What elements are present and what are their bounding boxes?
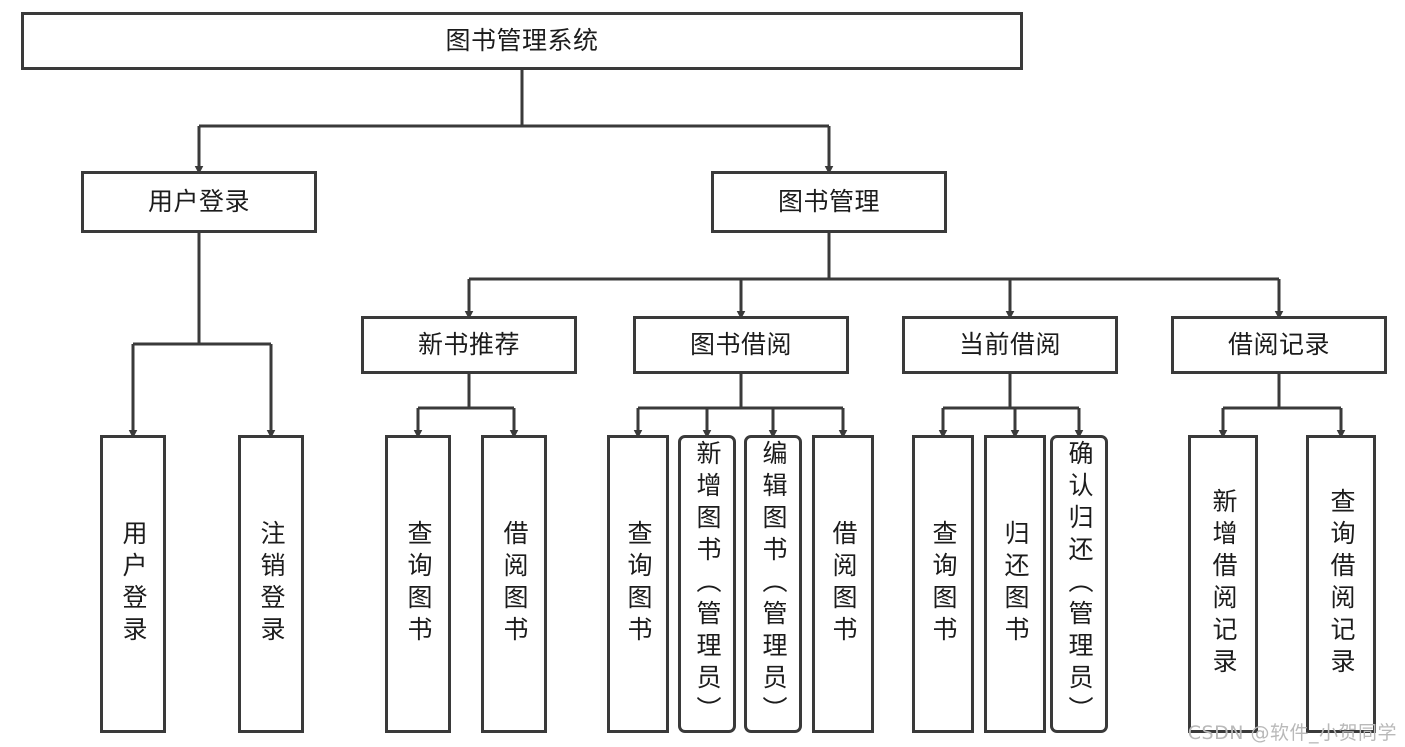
node-label: 查询图书: [929, 520, 958, 648]
node-leaf-query-record[interactable]: 查询借阅记录: [1306, 435, 1376, 733]
node-leaf-edit-book[interactable]: 编辑图书（管理员）: [744, 435, 802, 733]
csdn-watermark: CSDN @软件_小贺同学: [1187, 722, 1397, 744]
node-label: 注销登录: [257, 520, 286, 648]
node-leaf-borrow-book-1[interactable]: 借阅图书: [481, 435, 547, 733]
node-label: 借阅记录: [1227, 330, 1330, 359]
node-leaf-query-book-3[interactable]: 查询图书: [912, 435, 974, 733]
node-root[interactable]: 图书管理系统: [21, 12, 1023, 70]
node-leaf-return-book[interactable]: 归还图书: [984, 435, 1046, 733]
node-label: 用户登录: [119, 520, 148, 648]
node-leaf-add-book[interactable]: 新增图书（管理员）: [678, 435, 736, 733]
node-label: 当前借阅: [958, 330, 1061, 359]
node-label: 确认归还（管理员）: [1065, 440, 1094, 728]
node-label: 查询图书: [404, 520, 433, 648]
node-label: 借阅图书: [829, 520, 858, 648]
node-label: 用户登录: [147, 187, 250, 216]
node-leaf-borrow-book-2[interactable]: 借阅图书: [812, 435, 874, 733]
node-leaf-query-book-2[interactable]: 查询图书: [607, 435, 669, 733]
node-leaf-user-login[interactable]: 用户登录: [100, 435, 166, 733]
node-leaf-query-book-1[interactable]: 查询图书: [385, 435, 451, 733]
node-book-borrow[interactable]: 图书借阅: [633, 316, 849, 374]
node-label: 新增图书（管理员）: [693, 440, 722, 728]
node-label: 图书借阅: [689, 330, 792, 359]
node-leaf-user-logout[interactable]: 注销登录: [238, 435, 304, 733]
node-book-manage[interactable]: 图书管理: [711, 171, 947, 233]
node-user-login[interactable]: 用户登录: [81, 171, 317, 233]
node-leaf-add-record[interactable]: 新增借阅记录: [1188, 435, 1258, 733]
node-leaf-confirm-return[interactable]: 确认归还（管理员）: [1050, 435, 1108, 733]
node-label: 查询图书: [624, 520, 653, 648]
node-borrow-record[interactable]: 借阅记录: [1171, 316, 1387, 374]
node-label: 编辑图书（管理员）: [759, 440, 788, 728]
node-label: 图书管理: [777, 187, 880, 216]
node-label: 借阅图书: [500, 520, 529, 648]
node-current-borrow[interactable]: 当前借阅: [902, 316, 1118, 374]
node-label: 图书管理系统: [445, 26, 599, 55]
node-label: 归还图书: [1001, 520, 1030, 648]
node-label: 查询借阅记录: [1327, 488, 1356, 680]
node-new-book-rec[interactable]: 新书推荐: [361, 316, 577, 374]
node-label: 新增借阅记录: [1209, 488, 1238, 680]
node-label: 新书推荐: [417, 330, 520, 359]
